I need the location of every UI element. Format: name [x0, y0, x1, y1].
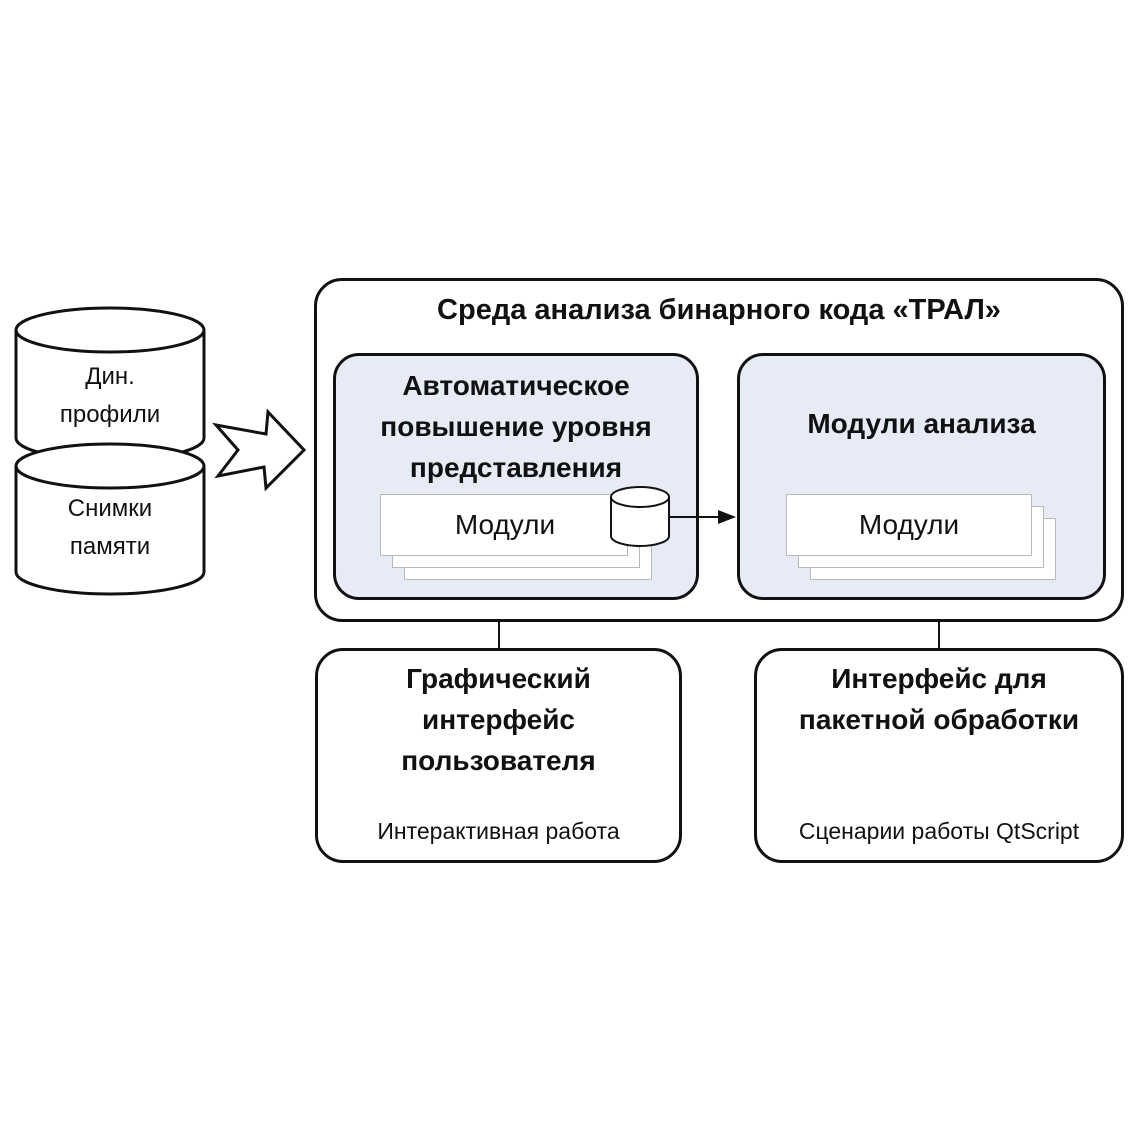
- input-arrow-icon: [212, 408, 307, 492]
- memory-snapshots-cylinder-icon: [14, 442, 206, 596]
- dyn-profiles-label-line1: Дин.: [85, 363, 135, 390]
- analysis-sheet-front: [786, 494, 1032, 556]
- link-arrow-head-icon: [718, 510, 736, 524]
- batch-caption: Сценарии работы QtScript: [798, 818, 1080, 844]
- storage-cylinder-icon: [610, 486, 670, 547]
- memory-snapshots-label-line1: Снимки: [67, 495, 153, 522]
- gui-title-line2: интерфейс: [421, 704, 575, 735]
- memory-snapshots-label-line2: памяти: [69, 533, 151, 560]
- gui-title: Графический интерфейс пользователя: [315, 658, 682, 781]
- dyn-profiles-label: Дин. профили: [16, 358, 204, 434]
- batch-title-line2: пакетной обработки: [798, 704, 1080, 735]
- batch-title: Интерфейс для пакетной обработки: [754, 658, 1124, 740]
- environment-title: Среда анализа бинарного кода «ТРАЛ»: [437, 294, 1001, 326]
- gui-title-line1: Графический: [406, 663, 591, 694]
- batch-box: [754, 648, 1124, 863]
- dyn-profiles-cylinder-icon: [14, 306, 206, 462]
- dyn-profiles-label-line2: профили: [59, 401, 161, 428]
- gui-title-line3: пользователя: [401, 745, 596, 776]
- gui-caption: Интерактивная работа: [377, 818, 620, 844]
- analysis-block-title: Модули анализа: [807, 408, 1036, 439]
- lifting-title-line3: представления: [409, 452, 623, 483]
- analysis-modules-label: Модули: [858, 509, 960, 540]
- lifting-sheet-front: [380, 494, 628, 556]
- memory-snapshots-label: Снимки памяти: [16, 490, 204, 566]
- batch-title-line1: Интерфейс для: [831, 663, 1047, 694]
- lifting-title-line2: повышение уровня: [380, 411, 652, 442]
- gui-box: [315, 648, 682, 863]
- lifting-modules-label: Модули: [454, 509, 556, 540]
- lifting-block-title: Автоматическое повышение уровня представ…: [333, 365, 699, 488]
- lifting-title-line1: Автоматическое: [402, 370, 630, 401]
